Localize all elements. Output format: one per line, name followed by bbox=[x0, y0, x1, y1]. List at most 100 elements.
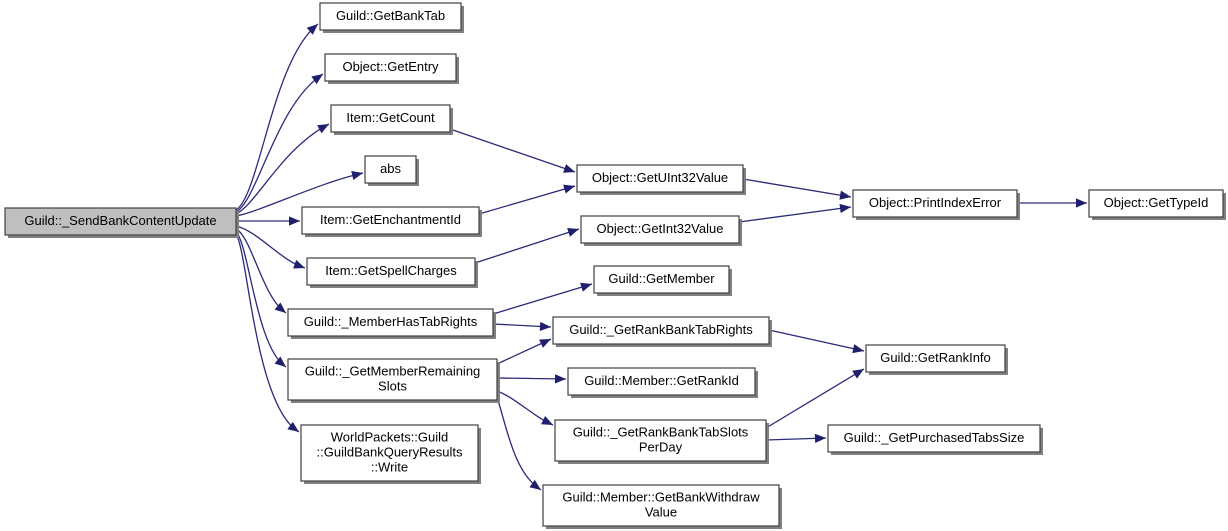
node-n8[interactable]: Guild::_GetMemberRemainingSlotsGuild::_G… bbox=[287, 358, 500, 403]
node-box[interactable] bbox=[567, 367, 756, 396]
edge-n6-to-n11 bbox=[474, 228, 580, 264]
node-box[interactable] bbox=[580, 215, 740, 244]
node-label: Item::GetEnchantmentId bbox=[320, 212, 461, 227]
edge-n5-to-n10 bbox=[478, 184, 576, 215]
edge-n15-to-n19 bbox=[765, 368, 865, 429]
node-box[interactable] bbox=[319, 2, 462, 31]
node-box[interactable] bbox=[287, 358, 498, 401]
node-n20[interactable]: Guild::_GetPurchasedTabsSizeGuild::_GetP… bbox=[827, 424, 1043, 455]
node-n5[interactable]: Item::GetEnchantmentIdItem::GetEnchantme… bbox=[301, 206, 482, 237]
edge-n7-to-n13 bbox=[492, 321, 552, 332]
edge-n10-to-n17 bbox=[742, 178, 852, 200]
node-n16[interactable]: Guild::Member::GetBankWithdrawValueGuild… bbox=[542, 484, 782, 529]
node-box[interactable] bbox=[287, 308, 494, 337]
node-n3[interactable]: Item::GetCountItem::GetCount bbox=[330, 104, 453, 135]
edge-line bbox=[738, 206, 852, 223]
edge-n8-to-n13 bbox=[496, 338, 552, 365]
edge-n0-to-n5 bbox=[236, 216, 300, 226]
node-box[interactable] bbox=[300, 424, 479, 482]
node-n7[interactable]: Guild::_MemberHasTabRightsGuild::_Member… bbox=[287, 308, 496, 339]
edge-n7-to-n12 bbox=[492, 282, 593, 315]
arrowhead-icon bbox=[274, 356, 286, 367]
edge-line bbox=[235, 23, 319, 211]
edge-line bbox=[235, 228, 287, 314]
arrowhead-icon bbox=[274, 302, 286, 313]
node-n13[interactable]: Guild::_GetRankBankTabRightsGuild::_GetR… bbox=[552, 316, 772, 347]
node-n15[interactable]: Guild::_GetRankBankTabSlotsPerDayGuild::… bbox=[554, 419, 769, 464]
edge-line bbox=[235, 123, 330, 215]
arrowhead-icon bbox=[839, 190, 851, 200]
node-box[interactable] bbox=[865, 344, 1006, 373]
arrowhead-icon bbox=[317, 124, 329, 134]
arrowhead-icon bbox=[580, 282, 592, 292]
arrowhead-icon bbox=[839, 203, 851, 214]
node-label: Guild::GetBankTab bbox=[336, 8, 445, 23]
node-label: ::GuildBankQueryResults bbox=[317, 444, 463, 459]
node-box[interactable] bbox=[576, 164, 744, 193]
node-n10[interactable]: Object::GetUInt32ValueObject::GetUInt32V… bbox=[576, 164, 746, 195]
node-box[interactable] bbox=[542, 484, 780, 527]
node-box-root[interactable] bbox=[4, 207, 237, 236]
node-n6[interactable]: Item::GetSpellChargesItem::GetSpellCharg… bbox=[306, 257, 478, 288]
arrowhead-icon bbox=[567, 228, 579, 237]
node-n4[interactable]: absabs bbox=[364, 155, 419, 186]
arrowhead-icon bbox=[563, 184, 575, 194]
node-box[interactable] bbox=[593, 265, 730, 294]
edge-line bbox=[235, 172, 364, 217]
edge-n0-to-n7 bbox=[235, 228, 287, 314]
edge-n11-to-n17 bbox=[738, 203, 852, 223]
node-n9[interactable]: WorldPackets::Guild::GuildBankQueryResul… bbox=[300, 424, 481, 484]
node-box[interactable] bbox=[364, 155, 417, 184]
arrowhead-icon bbox=[563, 164, 575, 173]
node-label: Item::GetCount bbox=[346, 110, 435, 125]
arrowhead-icon bbox=[306, 24, 318, 35]
node-box[interactable] bbox=[306, 257, 476, 286]
node-label: Guild::Member::GetRankId bbox=[584, 373, 739, 388]
arrowhead-icon bbox=[539, 321, 551, 332]
edge-line bbox=[235, 233, 300, 433]
edge-n15-to-n20 bbox=[765, 433, 827, 443]
node-box[interactable] bbox=[552, 316, 770, 345]
node-n14[interactable]: Guild::Member::GetRankIdGuild::Member::G… bbox=[567, 367, 758, 398]
node-box[interactable] bbox=[852, 189, 1018, 218]
arrowhead-icon bbox=[351, 171, 363, 181]
edge-n0-to-n1 bbox=[235, 23, 319, 211]
node-label: Object::GetInt32Value bbox=[597, 221, 724, 236]
edge-line bbox=[496, 377, 567, 380]
edge-line bbox=[768, 329, 865, 352]
arrowhead-icon bbox=[287, 421, 299, 432]
edge-n0-to-n3 bbox=[235, 123, 330, 215]
arrowhead-icon bbox=[529, 479, 541, 490]
arrowhead-icon bbox=[1076, 198, 1087, 208]
node-box[interactable] bbox=[827, 424, 1041, 453]
node-box[interactable] bbox=[301, 206, 480, 235]
node-label: abs bbox=[380, 161, 401, 176]
node-box[interactable] bbox=[554, 419, 767, 462]
node-label: Object::GetUInt32Value bbox=[592, 170, 728, 185]
edge-line bbox=[478, 185, 576, 215]
node-label: Object::GetTypeId bbox=[1104, 195, 1209, 210]
edge-line bbox=[496, 396, 542, 491]
edge-line bbox=[235, 73, 324, 213]
edge-n0-to-n6 bbox=[235, 225, 306, 269]
node-n17[interactable]: Object::PrintIndexErrorObject::PrintInde… bbox=[852, 189, 1020, 220]
node-label: Guild::GetRankInfo bbox=[880, 350, 991, 365]
node-label: Guild::GetMember bbox=[608, 271, 715, 286]
arrowhead-icon bbox=[852, 344, 864, 354]
edge-line bbox=[474, 228, 580, 264]
node-n1[interactable]: Guild::GetBankTabGuild::GetBankTab bbox=[319, 2, 464, 33]
node-n18[interactable]: Object::GetTypeIdObject::GetTypeId bbox=[1088, 189, 1226, 220]
node-n2[interactable]: Object::GetEntryObject::GetEntry bbox=[324, 53, 459, 84]
node-box[interactable] bbox=[1088, 189, 1224, 218]
edge-n0-to-n8 bbox=[235, 231, 287, 368]
node-box[interactable] bbox=[324, 53, 457, 82]
arrowhead-icon bbox=[311, 74, 323, 85]
node-box[interactable] bbox=[330, 104, 451, 133]
node-n0[interactable]: Guild::_SendBankContentUpdateGuild::_Sen… bbox=[4, 207, 239, 238]
node-label: Guild::_GetMemberRemaining bbox=[305, 363, 481, 378]
node-n11[interactable]: Object::GetInt32ValueObject::GetInt32Val… bbox=[580, 215, 742, 246]
